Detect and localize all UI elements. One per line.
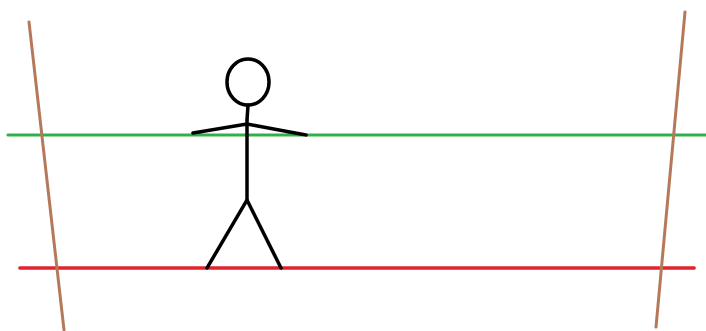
left-pole <box>29 22 64 330</box>
stick-figure-head <box>227 59 269 105</box>
stick-figure-arms <box>193 124 306 135</box>
stick-figure-right-leg <box>247 200 281 268</box>
stick-figure <box>193 59 306 268</box>
stick-figure-left-leg <box>207 200 247 268</box>
stick-figure-neck <box>247 105 248 120</box>
right-pole <box>656 12 685 327</box>
